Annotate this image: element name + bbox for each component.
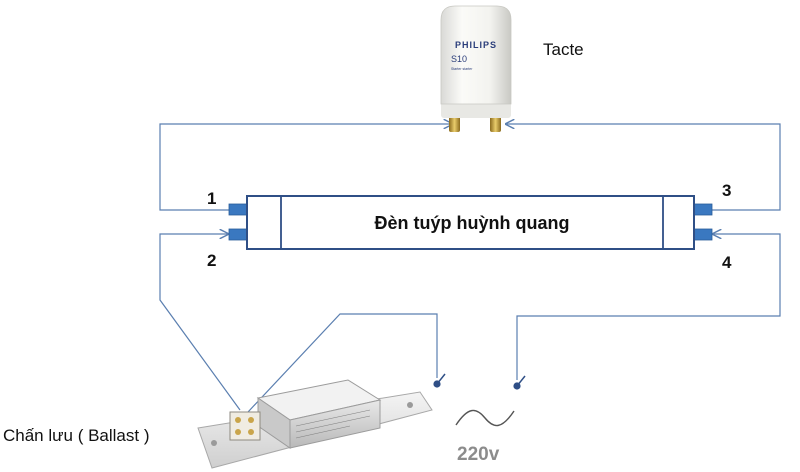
ballast-terminal-block: [229, 411, 261, 441]
wire-ballast-to-pin2: [159, 234, 241, 411]
supply-voltage-label: 220v: [457, 444, 500, 465]
wires: [159, 124, 781, 413]
terminal-number-2: 2: [207, 251, 216, 270]
starter-pin-right: [490, 116, 501, 132]
ballast-mount-hole-right: [407, 402, 413, 408]
ballast-terminal-screw-4: [248, 429, 254, 435]
wire-ballast-to-switch: [247, 313, 438, 413]
tube-label: Đèn tuýp huỳnh quang: [375, 213, 570, 233]
terminal-number-3: 3: [722, 181, 731, 200]
wire-pin1-to-starter: [159, 124, 452, 211]
wire-switch-to-pin4: [516, 234, 781, 380]
starter-brand: PHILIPS: [455, 40, 497, 50]
ballast-terminal-screw-1: [235, 417, 241, 423]
ac-sine-icon: [455, 409, 515, 427]
tube-pin-4: [693, 228, 713, 241]
ballast-case-side: [289, 399, 381, 449]
starter-pin-left: [449, 116, 460, 132]
starter-caption: Starter starter: [451, 67, 473, 71]
starter: PHILIPS S10 Starter starter: [440, 5, 512, 132]
tube-pin-2: [228, 228, 248, 241]
fluorescent-tube: Đèn tuýp huỳnh quang: [228, 195, 713, 250]
wire-pin3-to-starter: [506, 124, 781, 211]
switch-lever-left: [436, 373, 446, 385]
starter-model: S10: [451, 54, 467, 64]
starter-label: Tacte: [543, 40, 584, 59]
tube-body: [246, 195, 695, 250]
ballast-terminal-screw-2: [248, 417, 254, 423]
ballast-terminal-screw-3: [235, 429, 241, 435]
tube-pin-1: [228, 203, 248, 216]
starter-body: [440, 5, 512, 105]
ballast-mount-hole-left: [211, 440, 217, 446]
ballast-label-lines: [295, 409, 371, 439]
terminal-number-1: 1: [207, 189, 216, 208]
ballast-label: Chấn lưu ( Ballast ): [3, 426, 150, 445]
tube-pin-3: [693, 203, 713, 216]
switch-lever-right: [516, 375, 526, 387]
mains-switch: [433, 373, 526, 390]
ballast: [197, 379, 433, 469]
terminal-number-4: 4: [722, 253, 732, 272]
starter-base: [441, 100, 511, 118]
